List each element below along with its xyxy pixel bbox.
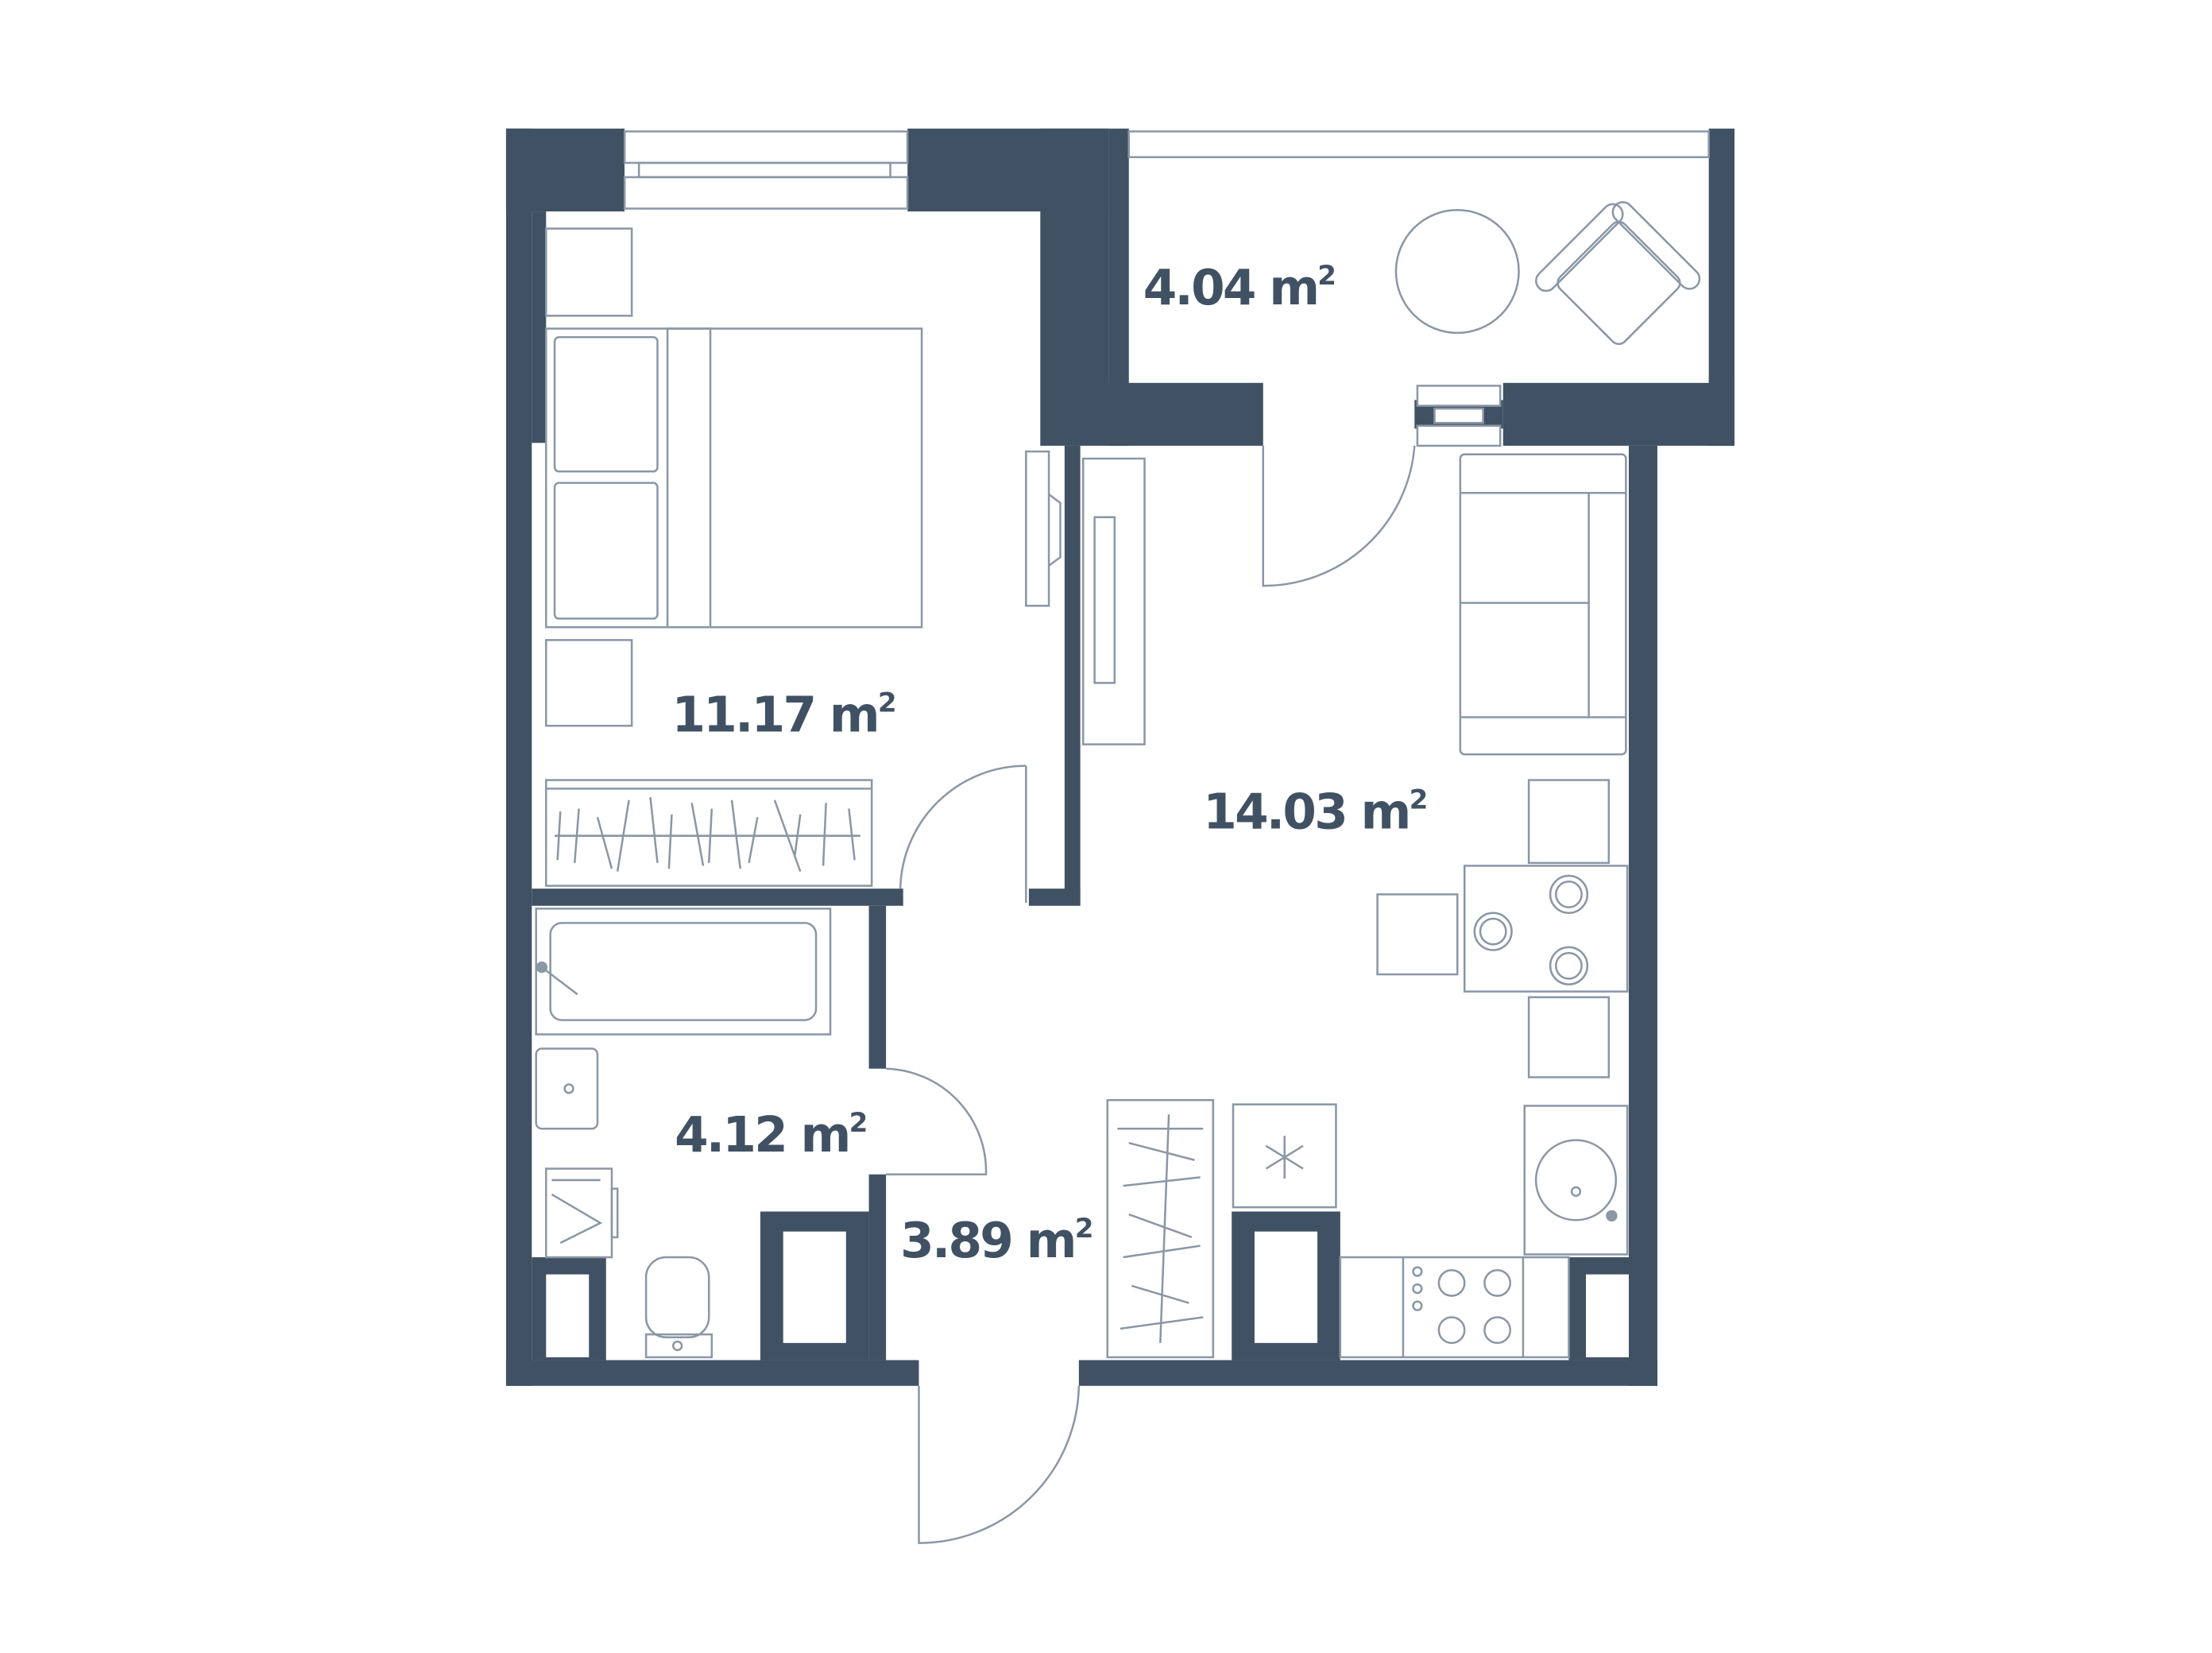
walls — [505, 128, 1735, 1386]
room-area-bathroom: 4.12 m2 — [675, 1107, 866, 1163]
room-area-hallway: 3.89 m2 — [900, 1213, 1092, 1269]
doors — [886, 445, 1416, 1544]
room-area-bedroom: 11.17 m2 — [671, 687, 894, 743]
windows — [546, 128, 1710, 1357]
room-area-balcony: 4.04 m2 — [1143, 260, 1335, 316]
furniture — [535, 201, 1701, 1359]
room-area-living-kitchen: 14.03 m2 — [1203, 784, 1425, 841]
